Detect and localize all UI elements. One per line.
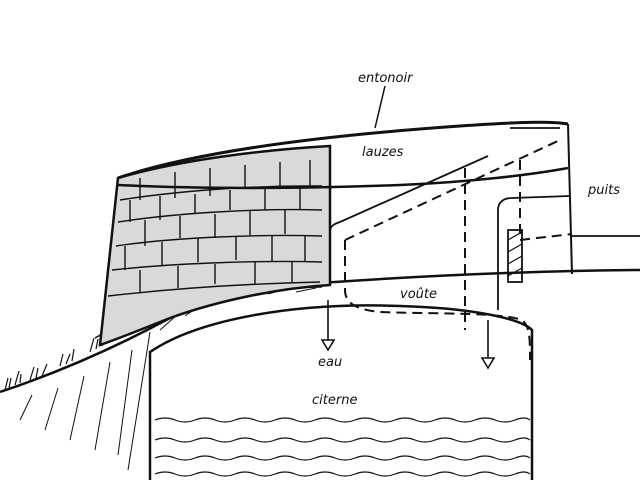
funnel-rim [117,85,573,275]
well-pipe-outer [497,195,571,211]
dashed-funnel-slope [344,139,561,241]
rim-right-edge [567,123,573,275]
label-puits: puits [587,183,620,198]
water-surface [154,417,531,477]
inlet-pipe [329,155,489,236]
label-citerne: citerne [312,393,357,408]
dashed-walls [344,139,573,361]
label-eau: eau [318,355,342,370]
label-entonoir: entonoir [358,71,414,86]
labels: entonoir lauzes puits voûte eau citerne [312,71,620,408]
well-block [507,229,523,283]
label-voute: voûte [400,287,437,302]
dashed-inner-channel [344,240,531,361]
stone-courses [107,160,323,297]
ground [0,268,640,394]
stone-wall-outline [98,144,332,347]
water-arrow-right-head [480,357,496,370]
pipes [329,127,640,310]
stone-wall [98,144,332,347]
vault-arch [148,304,534,480]
leader-entonoir [374,85,386,129]
grass-tufts [4,333,107,391]
water-arrows [320,300,496,370]
label-lauzes: lauzes [362,145,404,160]
vault [148,304,534,480]
ground-surface-line [0,268,640,394]
dashed-right-shaft [519,160,573,242]
water-arrow-left-head [320,339,336,352]
rim-top-edge [117,120,569,180]
rim-bottom-edge [117,166,569,190]
